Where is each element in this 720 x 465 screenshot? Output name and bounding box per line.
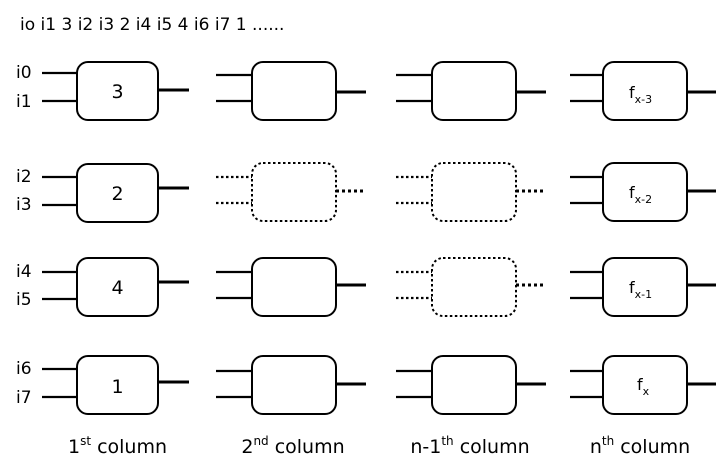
input-label: i3 [16,195,32,215]
column-label-n: nth column [590,434,690,458]
block-col2-row3 [216,257,366,317]
block-value: 1 [111,376,123,398]
block-value: 2 [111,183,123,205]
block-col4-row4: fx [570,355,716,415]
block-col2-row2-dotted [216,162,366,222]
output-function-label: fx-3 [629,83,652,106]
block-col1-row1: 3 [42,61,189,121]
block-value: 3 [111,81,123,103]
block-col3-row1 [396,61,546,121]
block-col4-row3: fx-1 [570,257,716,317]
input-label: i2 [16,167,32,187]
output-function-label: fx-2 [629,183,652,206]
input-label: i1 [16,92,32,112]
block-col2-row4 [216,355,366,415]
row-4: i6 i7 1 fx [16,355,716,415]
block-col1-row4: 1 [42,355,189,415]
block-col1-row2: 2 [42,163,189,223]
row-1: i0 i1 3 fx-3 [16,61,716,121]
block-col4-row2: fx-2 [570,162,716,222]
column-label-2: 2nd column [241,434,344,458]
block-col4-row1: fx-3 [570,61,716,121]
column-label-n-1: n-1th column [410,434,529,458]
block-col3-row2-dotted [396,162,546,222]
block-col2-row1 [216,61,366,121]
block-col3-row3-dotted [396,257,546,317]
output-function-label: fx [637,375,650,398]
output-function-label: fx-1 [629,278,652,301]
input-sequence: io i1 3 i2 i3 2 i4 i5 4 i6 i7 1 ...... [20,15,284,35]
input-label: i5 [16,290,32,310]
input-label: i6 [16,359,32,379]
column-label-1: 1st column [68,434,167,458]
block-col1-row3: 4 [42,257,189,317]
block-value: 4 [111,277,123,299]
input-label: i7 [16,388,32,408]
row-3: i4 i5 4 fx-1 [16,257,716,317]
input-label: i4 [16,262,32,282]
input-label: i0 [16,63,32,83]
block-col3-row4 [396,355,546,415]
row-2: i2 i3 2 fx-2 [16,162,716,223]
